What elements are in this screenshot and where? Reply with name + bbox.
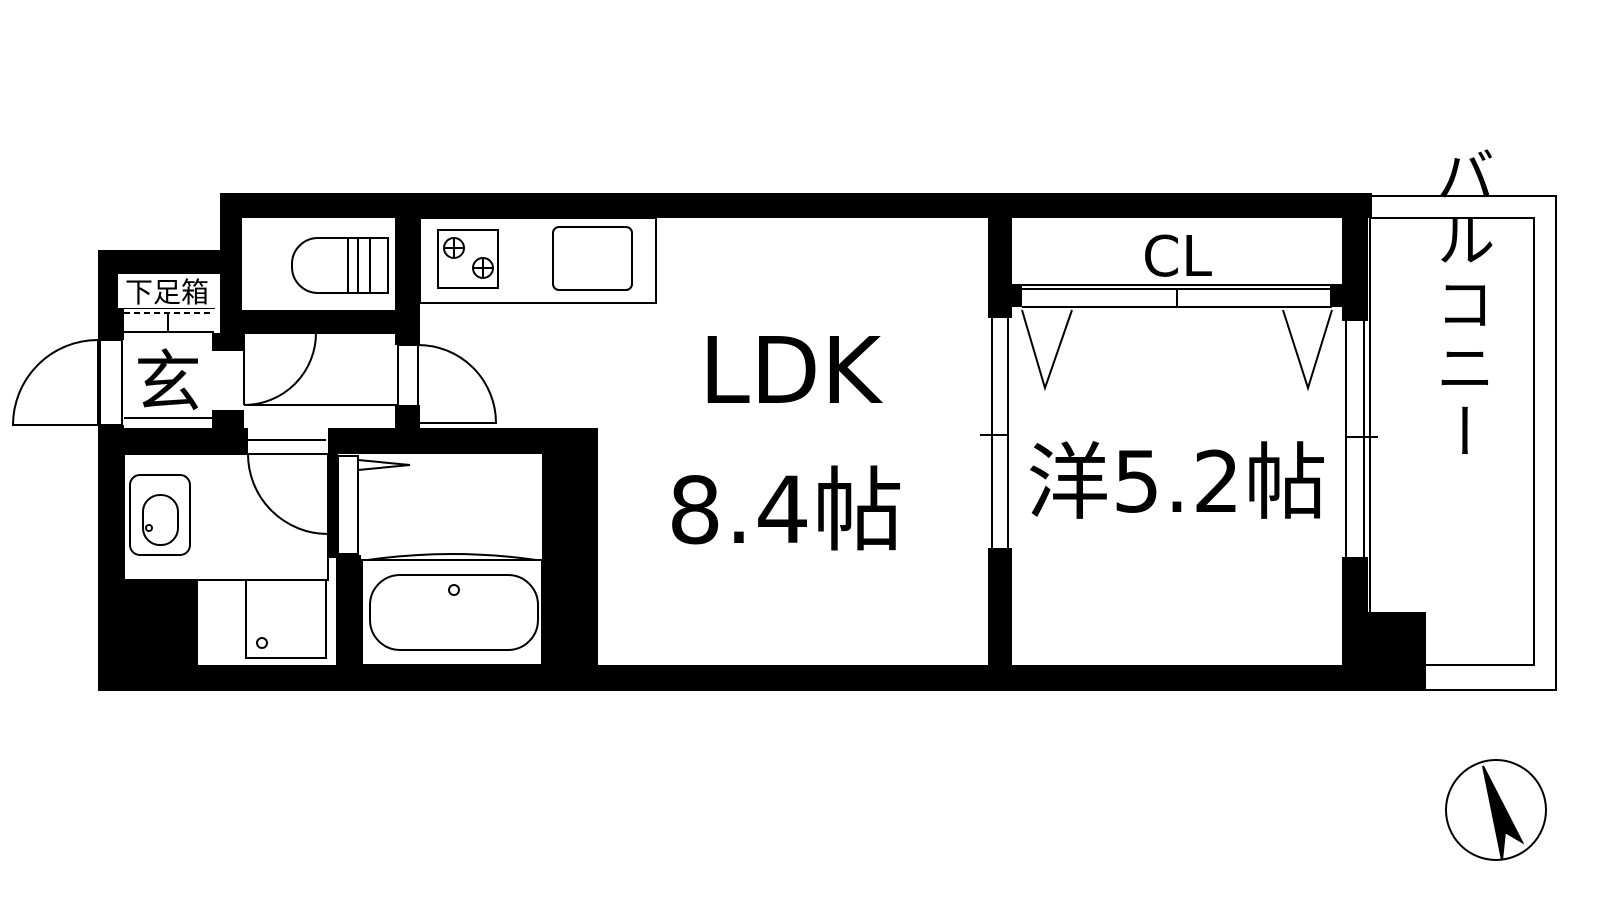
washing-machine-icon [245, 579, 327, 659]
stove-icon [437, 229, 499, 289]
bath-door [337, 455, 411, 555]
ldk-name-label: LDK [699, 318, 884, 425]
wash-door [247, 439, 329, 536]
labels: 下足箱 玄 LDK 8.4帖 CL 洋5.2帖 バルコニー [118, 145, 1495, 565]
wall-toilet-bottom [242, 310, 420, 333]
wall-bath-divider-top [328, 428, 338, 558]
bathtub-icon [361, 553, 543, 666]
entrance-door [11, 339, 123, 426]
north-arrow-icon [1445, 759, 1547, 861]
wall-entrance-post [212, 333, 244, 351]
balcony [1369, 195, 1557, 691]
wall-right-top [1342, 193, 1368, 321]
shoe-box-label: 下足箱 [125, 276, 209, 309]
closet-label: CL [1142, 225, 1212, 290]
wall-right-corner [1342, 612, 1426, 691]
balcony-window [1345, 321, 1378, 557]
walls [98, 193, 1426, 691]
wall-top [220, 193, 1372, 218]
western-room-label: 洋5.2帖 [1026, 434, 1328, 532]
kitchen-counter [419, 217, 657, 304]
toilet-icon [291, 237, 389, 294]
wall-ldk-divider-top [988, 193, 1012, 318]
wall-ldk-divider-bottom [988, 548, 1012, 691]
wall-toilet-left [220, 193, 242, 333]
balcony-label: バルコニー [1425, 145, 1495, 465]
wall-entrance-bottom [98, 428, 248, 454]
washbasin-icon [129, 474, 191, 556]
kitchen-sink-icon [552, 226, 633, 291]
fixtures [11, 195, 1557, 691]
ldk-door [397, 344, 498, 424]
toilet-door [243, 322, 315, 405]
wall-entrance-door-post [395, 405, 420, 428]
wall-cl-left [1012, 285, 1022, 307]
wall-bath-right [542, 428, 598, 690]
wall-entrance-post2 [212, 410, 244, 428]
closet [1012, 284, 1342, 392]
wall-cl-right [1330, 285, 1342, 307]
entrance-label: 玄 [134, 344, 202, 423]
sliding-door-western [980, 318, 1009, 548]
wall-bottom [98, 665, 1426, 691]
wash-room [123, 453, 329, 581]
ldk-size-label: 8.4帖 [666, 458, 904, 565]
